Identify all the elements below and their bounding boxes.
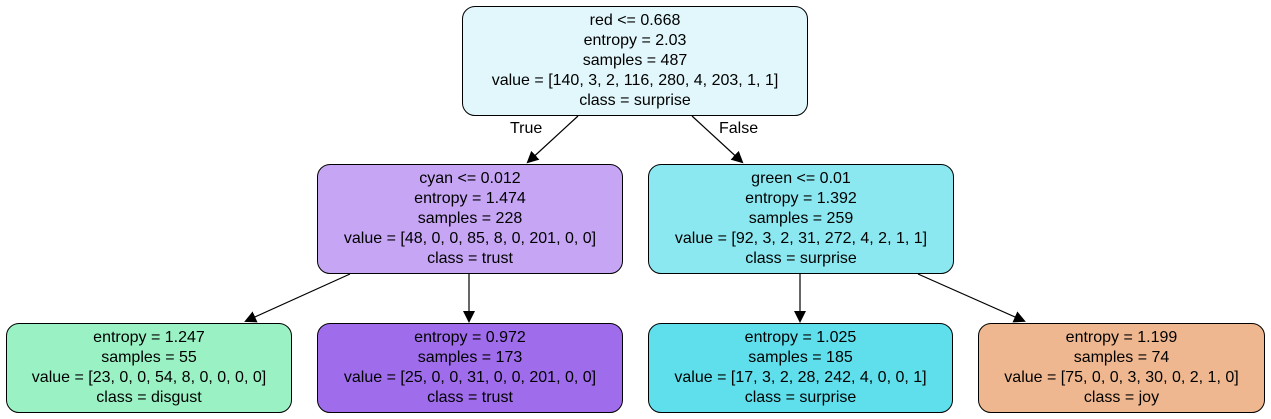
tree-leaf-3: entropy = 1.025 samples = 185 value = [1… (648, 323, 953, 413)
node-class: class = trust (427, 389, 513, 406)
edge-n1-to-n3 (244, 273, 351, 323)
node-entropy: entropy = 2.03 (583, 32, 687, 49)
node-split: green <= 0.01 (751, 170, 851, 187)
node-entropy: entropy = 1.474 (414, 190, 526, 207)
node-class: class = surprise (579, 92, 691, 109)
edge-label-false: False (719, 120, 759, 137)
node-value: value = [92, 3, 2, 31, 272, 4, 2, 1, 1] (674, 230, 928, 247)
node-value: value = [140, 3, 2, 116, 280, 4, 203, 1,… (491, 72, 779, 89)
node-value: value = [75, 0, 0, 3, 30, 0, 2, 1, 0] (1004, 369, 1239, 386)
node-samples: samples = 74 (1073, 349, 1170, 366)
node-class: class = joy (1083, 389, 1160, 406)
node-samples: samples = 487 (582, 52, 688, 69)
tree-leaf-1: entropy = 1.247 samples = 55 value = [23… (6, 323, 292, 413)
edge-label-true: True (510, 120, 543, 137)
node-class: class = trust (427, 250, 513, 267)
node-class: class = disgust (96, 389, 202, 406)
node-entropy: entropy = 1.199 (1065, 329, 1178, 346)
node-value: value = [23, 0, 0, 54, 8, 0, 0, 0, 0] (31, 369, 267, 386)
tree-node-root: red <= 0.668 entropy = 2.03 samples = 48… (462, 6, 808, 116)
edge-root-to-n2 (691, 115, 744, 164)
tree-leaf-2: entropy = 0.972 samples = 173 value = [2… (317, 323, 623, 413)
node-entropy: entropy = 0.972 (414, 329, 526, 346)
node-value: value = [48, 0, 0, 85, 8, 0, 201, 0, 0] (343, 230, 597, 247)
node-samples: samples = 173 (417, 349, 523, 366)
edge-root-to-n1 (526, 115, 579, 164)
node-entropy: entropy = 1.025 (744, 329, 857, 346)
node-samples: samples = 228 (417, 210, 523, 227)
node-entropy: entropy = 1.247 (93, 329, 205, 346)
tree-node-left: cyan <= 0.012 entropy = 1.474 samples = … (317, 164, 623, 274)
node-split: red <= 0.668 (589, 12, 681, 29)
node-class: class = surprise (744, 389, 857, 406)
node-value: value = [25, 0, 0, 31, 0, 0, 201, 0, 0] (343, 369, 597, 386)
tree-node-right: green <= 0.01 entropy = 1.392 samples = … (648, 164, 954, 274)
node-samples: samples = 259 (748, 210, 854, 227)
node-split: cyan <= 0.012 (419, 170, 521, 187)
node-entropy: entropy = 1.392 (745, 190, 857, 207)
node-samples: samples = 55 (101, 349, 197, 366)
node-class: class = surprise (745, 250, 857, 267)
node-value: value = [17, 3, 2, 28, 242, 4, 0, 0, 1] (674, 369, 927, 386)
tree-leaf-4: entropy = 1.199 samples = 74 value = [75… (978, 323, 1265, 413)
node-samples: samples = 185 (748, 349, 853, 366)
edge-n2-to-n6 (917, 273, 1026, 323)
